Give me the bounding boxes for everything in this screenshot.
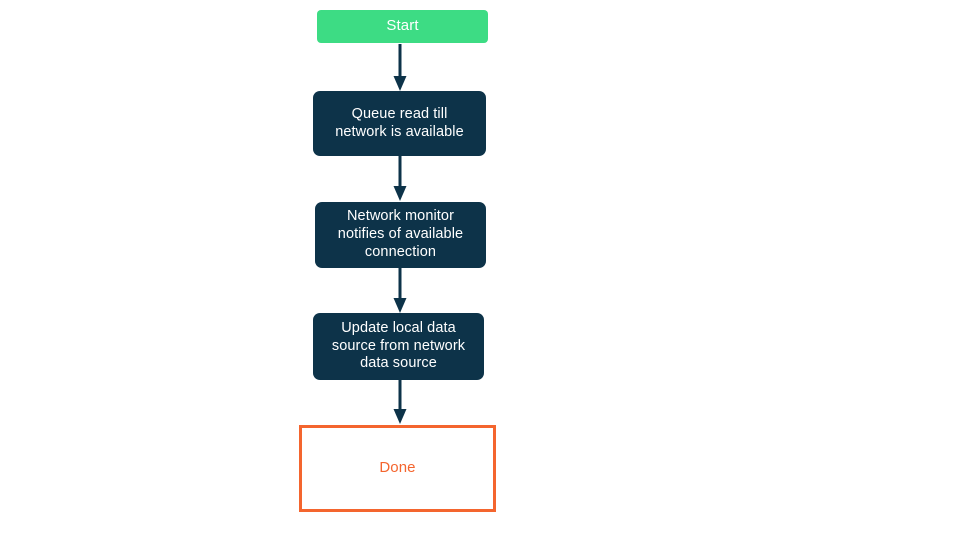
flowchart-node-queue-read[interactable]: Queue read till network is available xyxy=(313,91,486,156)
node-label-update-local: Update local data source from network da… xyxy=(331,319,466,372)
flowchart-node-network-monitor[interactable]: Network monitor notifies of available co… xyxy=(315,202,486,268)
node-label-done: Done xyxy=(379,459,416,477)
flowchart-node-done[interactable]: Done xyxy=(299,425,496,512)
flowchart-node-start[interactable]: Start xyxy=(317,10,488,43)
node-label-network-monitor: Network monitor notifies of available co… xyxy=(337,208,464,260)
node-label-queue-read: Queue read till network is available xyxy=(335,105,464,140)
flowchart-node-update-local[interactable]: Update local data source from network da… xyxy=(313,313,484,380)
flowchart-arrow-update-local-to-done xyxy=(390,380,410,425)
node-label-start: Start xyxy=(386,17,419,35)
flowchart-arrow-queue-read-to-network-monitor xyxy=(390,156,410,202)
flowchart-arrow-network-monitor-to-update-local xyxy=(390,268,410,314)
flowchart-arrow-start-to-queue-read xyxy=(390,44,410,92)
